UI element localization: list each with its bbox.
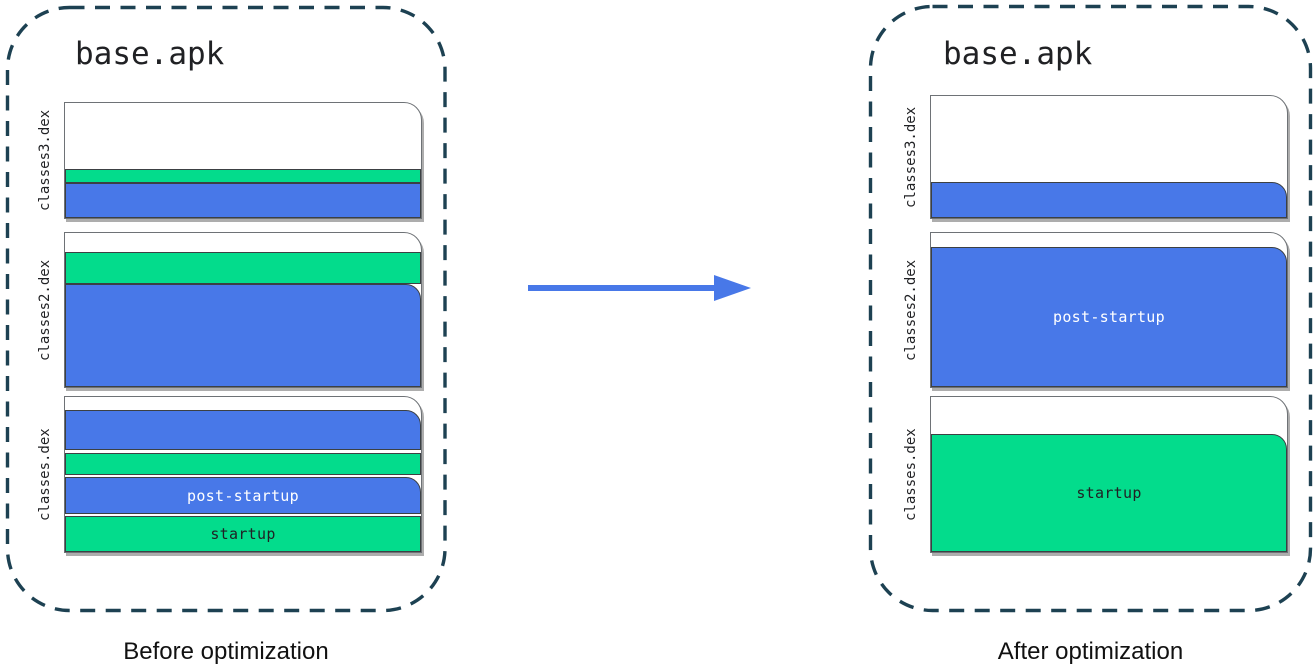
before-container-outline: [5, 5, 447, 613]
arrow-head: [714, 275, 751, 301]
right-arrow-icon: [528, 275, 751, 301]
after-container-outline: [868, 4, 1313, 613]
